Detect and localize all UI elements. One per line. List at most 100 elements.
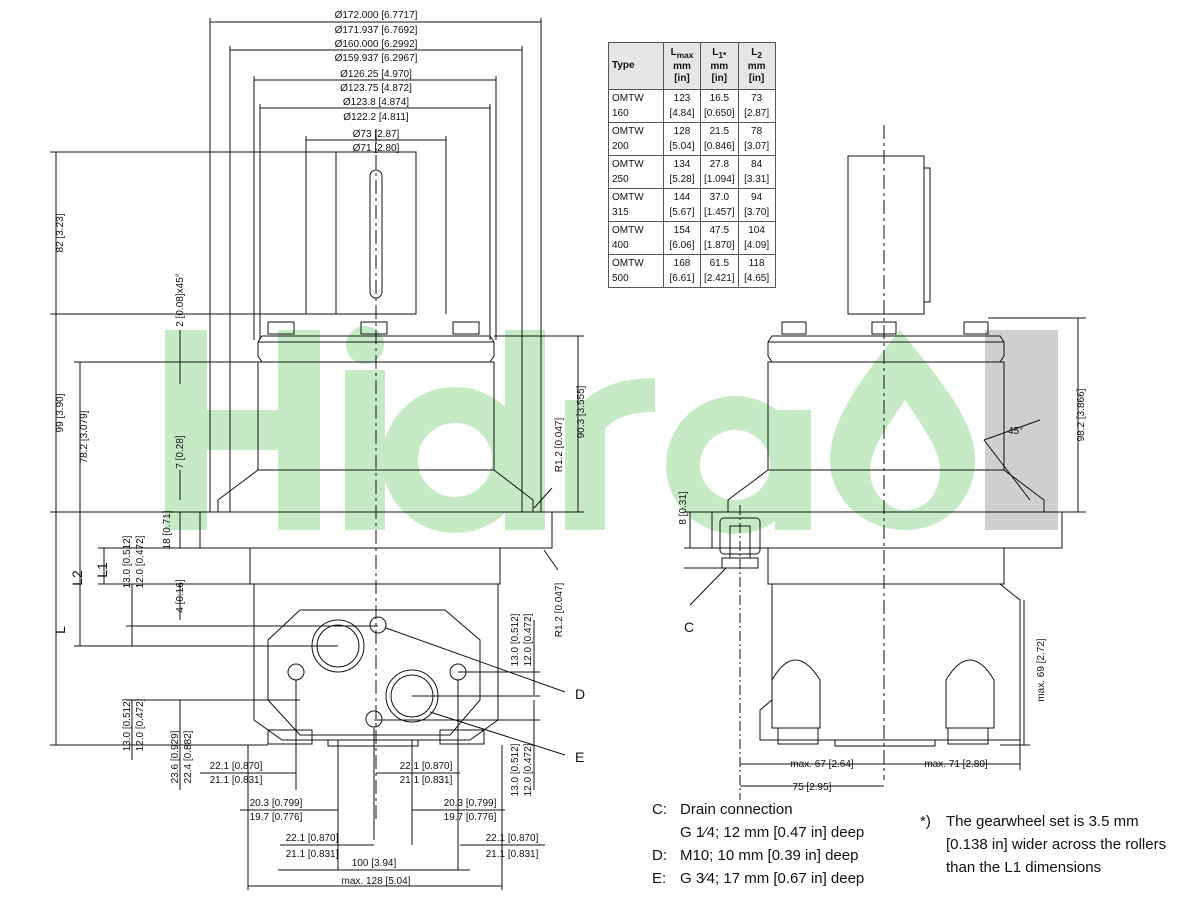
dim-text-c1: 20.3 [0.799] xyxy=(250,798,303,809)
dim-text-160-a: Ø160.000 [6.2992] xyxy=(335,39,418,50)
dim-text-123-8: Ø123.8 [4.874] xyxy=(343,97,409,108)
leader-d xyxy=(385,627,566,693)
dim-text-73: Ø73 [2.87] xyxy=(353,129,400,140)
dim-text-172-b: Ø171.937 [6.7692] xyxy=(335,25,418,36)
r12-leader-a xyxy=(533,487,553,509)
watermark-letter-l xyxy=(1020,330,1058,530)
table-header-l1: L1*mm[in] xyxy=(700,42,739,90)
callout-d: D xyxy=(575,686,585,702)
dim-text-f2: 21.1 [0.831] xyxy=(286,849,339,860)
watermark-logo xyxy=(165,326,1058,534)
watermark-letter-d-stem xyxy=(505,330,545,530)
dim-text-l: L xyxy=(52,626,68,634)
note-c: C:Drain connection xyxy=(652,801,793,818)
dim-text-98: 98.2 [3.866] xyxy=(1076,388,1087,441)
note-list: C:Drain connection G 1⁄4; 12 mm [0.47 in… xyxy=(652,798,864,890)
dim-text-71: Ø71 [2.80] xyxy=(353,143,400,154)
dim-text-g1: 22.1 [0.870] xyxy=(486,833,539,844)
angle-leader-2 xyxy=(983,439,1031,501)
note-gearwheel: *)The gearwheel set is 3.5 mm [0.138 in]… xyxy=(920,813,1167,876)
dim-text-18: 18 [0.71] xyxy=(162,510,173,549)
leader-e xyxy=(429,711,566,756)
front-bolt-head-left xyxy=(267,321,295,335)
front-gear-housing xyxy=(249,547,501,585)
side-bottom-nut-left xyxy=(777,727,819,745)
dim-text-69: max. 69 [2.72] xyxy=(1036,638,1047,702)
front-thread-hole-1 xyxy=(369,616,387,634)
note-e: E:G 3⁄4; 17 mm [0.67 in] deep xyxy=(652,870,865,887)
dim-text-82: 82 [3.23] xyxy=(55,213,66,252)
dim-text-12b: 12.0 [0.472] xyxy=(135,698,146,751)
dim-text-l1: L1 xyxy=(94,562,110,578)
side-bolt-head-left xyxy=(781,321,807,335)
side-bolt-head-right xyxy=(963,321,989,335)
dim-text-23-6: 23.6 [0.929] xyxy=(170,730,181,783)
dim-text-122-2: Ø122.2 [4.811] xyxy=(343,112,409,123)
side-bottom-nut-right xyxy=(947,727,989,745)
dim-text-13d: 13.0 [0.512] xyxy=(510,743,521,796)
callout-e: E xyxy=(575,749,584,765)
front-bolt-head-right xyxy=(452,321,480,335)
dim-text-a1: 22.1 [0.870] xyxy=(210,761,263,772)
dim-text-160-b: Ø159.937 [6.2967] xyxy=(335,53,418,64)
watermark-drop-inner xyxy=(870,400,940,510)
dim-text-c2: 19.7 [0.776] xyxy=(250,812,303,823)
watermark-letter-i-dot xyxy=(346,326,384,364)
dim-text-f1: 22.1 [0.870] xyxy=(286,833,339,844)
dim-text-12d: 12.0 [0.472] xyxy=(523,743,534,796)
dim-text-8: 8 [0.31] xyxy=(678,491,689,525)
dim-text-172-a: Ø172.000 [6.7717] xyxy=(335,10,418,21)
dim-text-l2: L2 xyxy=(69,570,85,586)
dim-text-75: 75 [2.95] xyxy=(793,782,832,793)
dim-text-b1: 22.1 [0.870] xyxy=(400,761,453,772)
dim-text-13b: 13.0 [0.512] xyxy=(122,698,133,751)
dim-text-12c: 12.0 [0.472] xyxy=(523,613,534,666)
watermark-letter-h-bar xyxy=(165,410,320,450)
front-rear-housing xyxy=(253,583,499,741)
dim-text-100: 100 [3.94] xyxy=(352,858,397,869)
front-bottom-plate xyxy=(327,739,419,747)
dim-text-90: 90.3 [3.555] xyxy=(576,385,587,438)
watermark-letter-i xyxy=(345,370,385,530)
front-thread-hole-2 xyxy=(287,663,305,681)
dim-text-r12a: R1.2 [0.047] xyxy=(554,418,565,473)
dim-text-126: Ø126.25 [4.970] xyxy=(340,69,412,80)
side-port-arch-right xyxy=(945,659,995,729)
dim-text-7: 7 [0.28] xyxy=(175,435,186,469)
side-shaft-key xyxy=(923,167,931,303)
dim-text-22-4: 22.4 [0.882] xyxy=(183,730,194,783)
dim-text-13a: 13.0 [0.512] xyxy=(122,535,133,588)
side-port-arch-left xyxy=(771,659,821,729)
dim-text-r12b: R1.2 [0.047] xyxy=(554,583,565,638)
dim-text-99: 99 [3.90] xyxy=(55,393,66,432)
dim-text-e2: 19.7 [0.776] xyxy=(444,812,497,823)
front-bolt-head-center xyxy=(360,321,388,335)
dim-text-a2: 21.1 [0.831] xyxy=(210,775,263,786)
dim-text-12a: 12.0 [0.472] xyxy=(135,535,146,588)
dim-text-4: 4 [0.16] xyxy=(175,579,186,613)
dim-text-g2: 21.1 [0.831] xyxy=(486,849,539,860)
angle-leader-1 xyxy=(983,419,1041,441)
side-rear-housing xyxy=(759,583,1021,741)
leader-c xyxy=(689,567,727,606)
table-header-type: Type xyxy=(608,42,664,90)
side-shaft xyxy=(847,155,925,315)
callout-c: C xyxy=(684,619,694,635)
watermark-letter-r-arm xyxy=(569,378,656,438)
dim-text-123-75: Ø123.75 [4.872] xyxy=(340,83,412,94)
dim-text-128: max. 128 [5.04] xyxy=(342,876,411,887)
watermark-letter-a-bowl xyxy=(666,396,804,534)
dim-text-78: 78.2 [3.079] xyxy=(79,410,90,463)
dim-text-45: 45° xyxy=(1008,426,1023,437)
dim-text-13c: 13.0 [0.512] xyxy=(510,613,521,666)
front-bottom-nut-left xyxy=(267,729,313,745)
